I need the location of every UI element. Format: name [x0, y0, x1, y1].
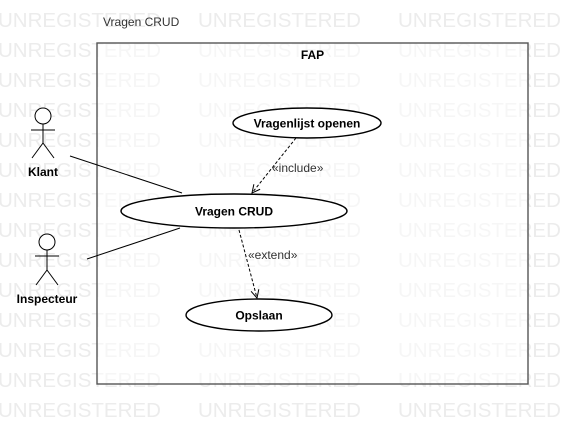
use-case-vragenlijst-openen[interactable]: Vragenlijst openen	[232, 107, 382, 139]
association-inspecteur-crud[interactable]	[86, 227, 181, 260]
system-title: FAP	[301, 48, 324, 62]
association-klant-crud[interactable]	[69, 155, 183, 194]
use-case-vragenlijst-openen-label: Vragenlijst openen	[254, 117, 361, 131]
diagram-title: Vragen CRUD	[103, 15, 180, 29]
actor-inspecteur-label: Inspecteur	[17, 292, 78, 306]
use-case-opslaan[interactable]: Opslaan	[185, 298, 333, 332]
use-case-vragen-crud[interactable]: Vragen CRUD	[120, 193, 348, 229]
watermark-text: UNREGISTERED	[198, 9, 361, 32]
actor-klant-label: Klant	[28, 165, 58, 179]
use-case-vragen-crud-label: Vragen CRUD	[195, 205, 273, 219]
use-case-opslaan-label: Opslaan	[235, 309, 282, 323]
include-label: «include»	[272, 161, 324, 175]
actor-klant[interactable]	[31, 107, 55, 159]
stick-figure-icon	[35, 233, 59, 286]
watermark-text: UNREGISTERED	[0, 9, 161, 32]
stick-figure-icon	[31, 107, 55, 159]
watermark-text: UNREGISTERED	[198, 399, 361, 422]
watermark-text: UNREGISTERED	[398, 9, 561, 32]
extend-label: «extend»	[248, 248, 298, 262]
include-relation[interactable]	[252, 137, 297, 193]
actor-inspecteur[interactable]	[35, 233, 59, 286]
extend-relation[interactable]	[238, 229, 257, 298]
watermark-text: UNREGISTERED	[398, 399, 561, 422]
watermark-text: UNREGISTERED	[0, 399, 161, 422]
